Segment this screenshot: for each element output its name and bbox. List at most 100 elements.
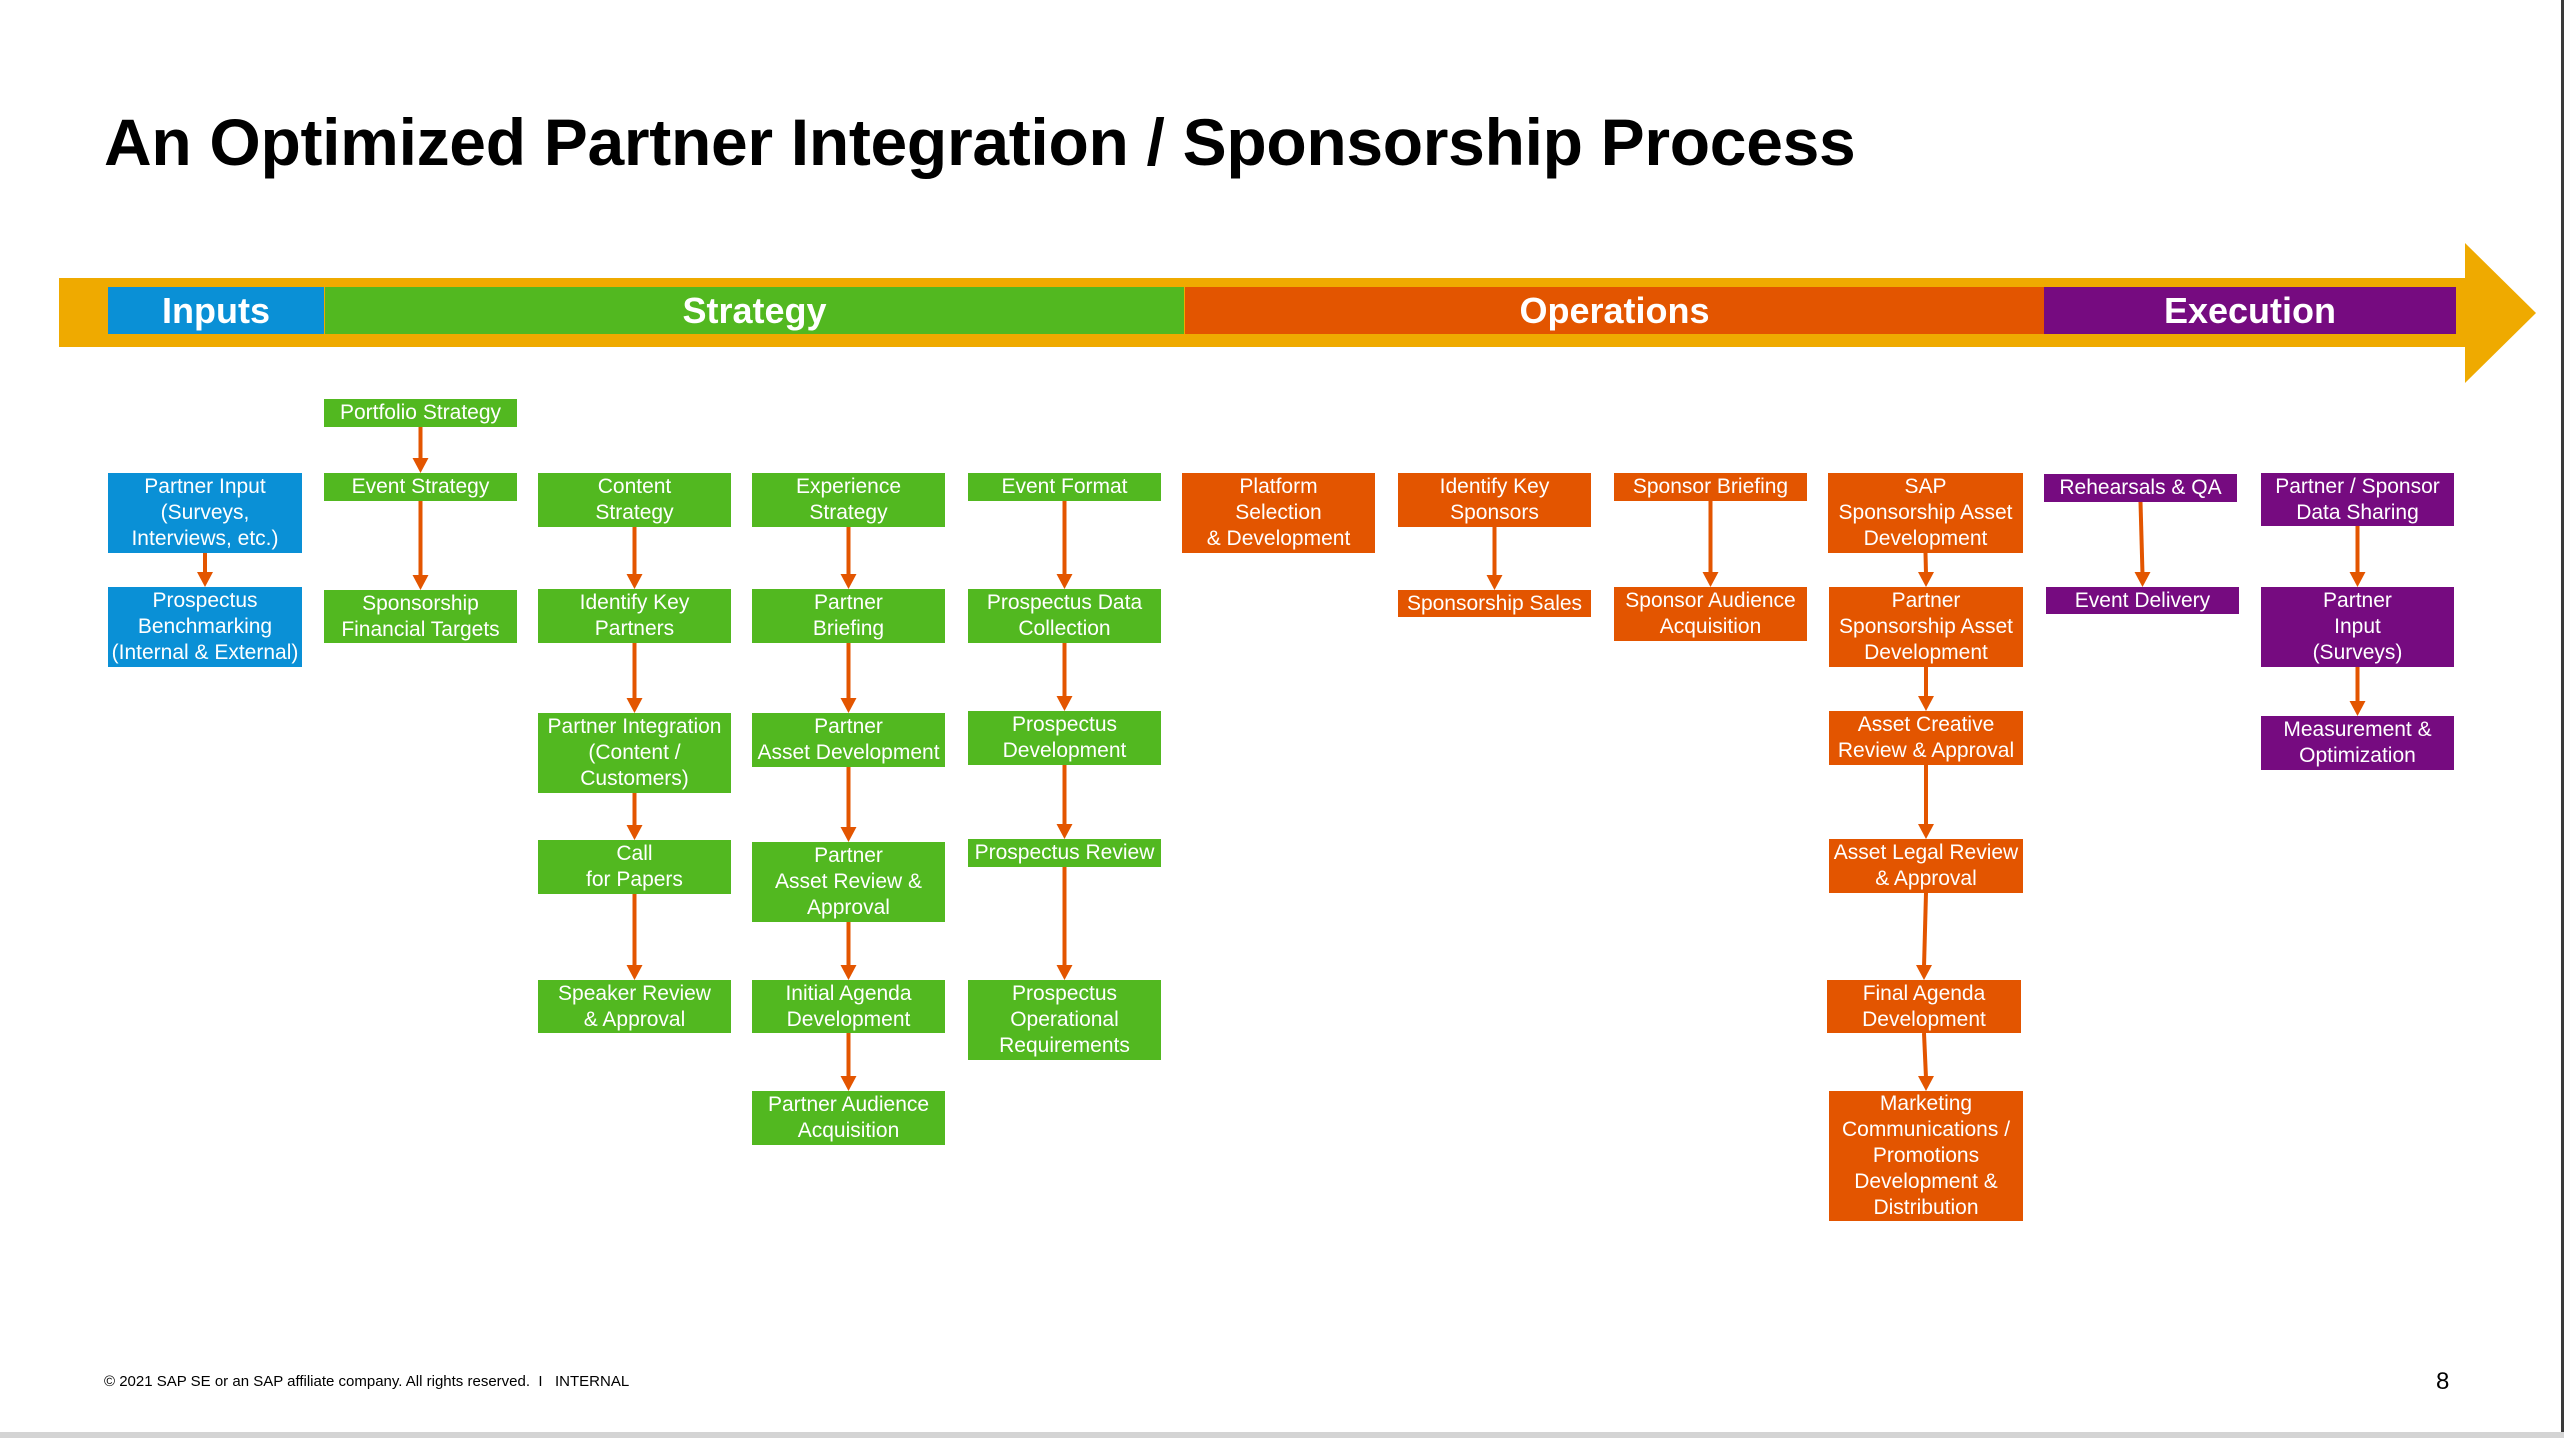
- connector-arrow: [2349, 526, 2366, 587]
- connector-arrow: [1056, 765, 1073, 839]
- connector-line: [1922, 1032, 1928, 1079]
- arrowhead-icon: [626, 965, 643, 980]
- node-rehearsals-qa: Rehearsals & QA: [2044, 474, 2237, 502]
- node-partner-audience-acquisition: Partner Audience Acquisition: [752, 1091, 945, 1145]
- node-sap-sponsorship-asset-development: SAP Sponsorship Asset Development: [1828, 473, 2023, 553]
- node-platform-selection: Platform Selection & Development: [1182, 473, 1375, 553]
- node-prospectus-benchmarking: Prospectus Benchmarking (Internal & Exte…: [108, 587, 302, 667]
- connector-arrow: [840, 527, 857, 589]
- connector-line: [2138, 501, 2145, 575]
- arrowhead-icon: [626, 698, 643, 713]
- node-initial-agenda-development: Initial Agenda Development: [752, 980, 945, 1033]
- node-prospectus-review: Prospectus Review: [968, 839, 1161, 867]
- arrowhead-icon: [412, 458, 429, 473]
- node-partner-sponsorship-asset-development: Partner Sponsorship Asset Development: [1829, 587, 2023, 667]
- node-sponsor-audience-acquisition: Sponsor Audience Acquisition: [1614, 587, 1807, 641]
- node-identify-key-sponsors: Identify Key Sponsors: [1398, 473, 1591, 527]
- connector-arrow: [626, 793, 643, 840]
- node-partner-integration: Partner Integration (Content / Customers…: [538, 713, 731, 793]
- connector-arrow: [1918, 1032, 1934, 1091]
- node-sponsorship-financial-targets: Sponsorship Financial Targets: [324, 590, 517, 643]
- phase-operations: Operations: [1185, 287, 2044, 334]
- phase-inputs: Inputs: [108, 287, 324, 334]
- arrowhead-icon: [1056, 824, 1073, 839]
- node-asset-legal-review: Asset Legal Review & Approval: [1829, 839, 2023, 893]
- arrowhead-icon: [840, 698, 857, 713]
- node-experience-strategy: Experience Strategy: [752, 473, 945, 527]
- arrowhead-icon: [1918, 824, 1934, 839]
- node-prospectus-development: Prospectus Development: [968, 711, 1161, 765]
- connector-arrow: [2349, 667, 2366, 716]
- connector-arrow: [1702, 501, 1719, 587]
- arrowhead-icon: [840, 827, 857, 842]
- arrowhead-icon: [626, 574, 643, 589]
- connector-arrow: [1918, 552, 1934, 587]
- page-title: An Optimized Partner Integration / Spons…: [104, 105, 1856, 179]
- node-partner-asset-development: Partner Asset Development: [752, 713, 945, 767]
- connector-arrow: [1916, 892, 1932, 980]
- node-speaker-review: Speaker Review & Approval: [538, 980, 731, 1033]
- phase-execution: Execution: [2044, 287, 2456, 334]
- connector-arrow: [1486, 527, 1503, 590]
- node-prospectus-operational-requirements: Prospectus Operational Requirements: [968, 980, 1161, 1060]
- footer-copyright: © 2021 SAP SE or an SAP affiliate compan…: [104, 1373, 630, 1390]
- arrowhead-icon: [2349, 572, 2366, 587]
- page-number: 8: [2436, 1368, 2450, 1395]
- arrowhead-icon: [1056, 574, 1073, 589]
- node-partner-sponsor-data-sharing: Partner / Sponsor Data Sharing: [2261, 473, 2454, 526]
- node-measurement-optimization: Measurement & Optimization: [2261, 716, 2454, 770]
- connector-arrow: [840, 643, 857, 713]
- connector-arrow: [1918, 667, 1934, 711]
- connector-arrow: [1056, 643, 1073, 711]
- arrowhead-icon: [1702, 572, 1719, 587]
- node-partner-input: Partner Input (Surveys, Interviews, etc.…: [108, 473, 302, 553]
- connector-line: [1922, 892, 1928, 968]
- connector-line: [1923, 552, 1928, 575]
- connector-arrow: [840, 1033, 857, 1091]
- connector-arrow: [626, 894, 643, 980]
- node-event-delivery: Event Delivery: [2046, 587, 2239, 614]
- node-event-strategy: Event Strategy: [324, 473, 517, 501]
- slide-right-edge: [2561, 0, 2564, 1434]
- node-identify-key-partners: Identify Key Partners: [538, 589, 731, 643]
- arrowhead-icon: [2349, 701, 2366, 716]
- timeline-arrow-head-icon: [2465, 243, 2536, 383]
- arrowhead-icon: [1918, 696, 1934, 711]
- connector-arrow: [197, 553, 213, 587]
- node-content-strategy: Content Strategy: [538, 473, 731, 527]
- connector-arrow: [840, 767, 857, 842]
- node-marketing-communications: Marketing Communications / Promotions De…: [1829, 1091, 2023, 1221]
- connector-arrow: [1918, 765, 1934, 839]
- node-prospectus-data-collection: Prospectus Data Collection: [968, 589, 1161, 643]
- arrowhead-icon: [412, 575, 429, 590]
- node-partner-asset-review: Partner Asset Review & Approval: [752, 842, 945, 922]
- arrowhead-icon: [1918, 572, 1934, 587]
- arrowhead-icon: [840, 965, 857, 980]
- arrowhead-icon: [840, 574, 857, 589]
- arrowhead-icon: [1486, 575, 1503, 590]
- connector-arrow: [1056, 501, 1073, 589]
- node-sponsorship-sales: Sponsorship Sales: [1398, 590, 1591, 617]
- arrowhead-icon: [2134, 572, 2151, 587]
- node-portfolio-strategy: Portfolio Strategy: [324, 399, 517, 427]
- node-event-format: Event Format: [968, 473, 1161, 501]
- node-final-agenda-development: Final Agenda Development: [1827, 980, 2021, 1033]
- connector-arrow: [626, 643, 643, 713]
- arrowhead-icon: [1056, 696, 1073, 711]
- phase-strategy: Strategy: [325, 287, 1184, 334]
- node-sponsor-briefing: Sponsor Briefing: [1614, 473, 1807, 501]
- connector-arrow: [626, 527, 643, 589]
- arrowhead-icon: [1916, 965, 1932, 980]
- arrowhead-icon: [626, 825, 643, 840]
- node-partner-briefing: Partner Briefing: [752, 589, 945, 643]
- connector-arrow: [412, 501, 429, 590]
- arrowhead-icon: [1918, 1076, 1934, 1091]
- slide-bottom-edge: [0, 1432, 2564, 1438]
- node-call-for-papers: Call for Papers: [538, 840, 731, 894]
- arrowhead-icon: [840, 1076, 857, 1091]
- connector-arrow: [1056, 867, 1073, 980]
- connector-arrow: [840, 922, 857, 980]
- node-asset-creative-review: Asset Creative Review & Approval: [1829, 711, 2023, 765]
- arrowhead-icon: [197, 572, 213, 587]
